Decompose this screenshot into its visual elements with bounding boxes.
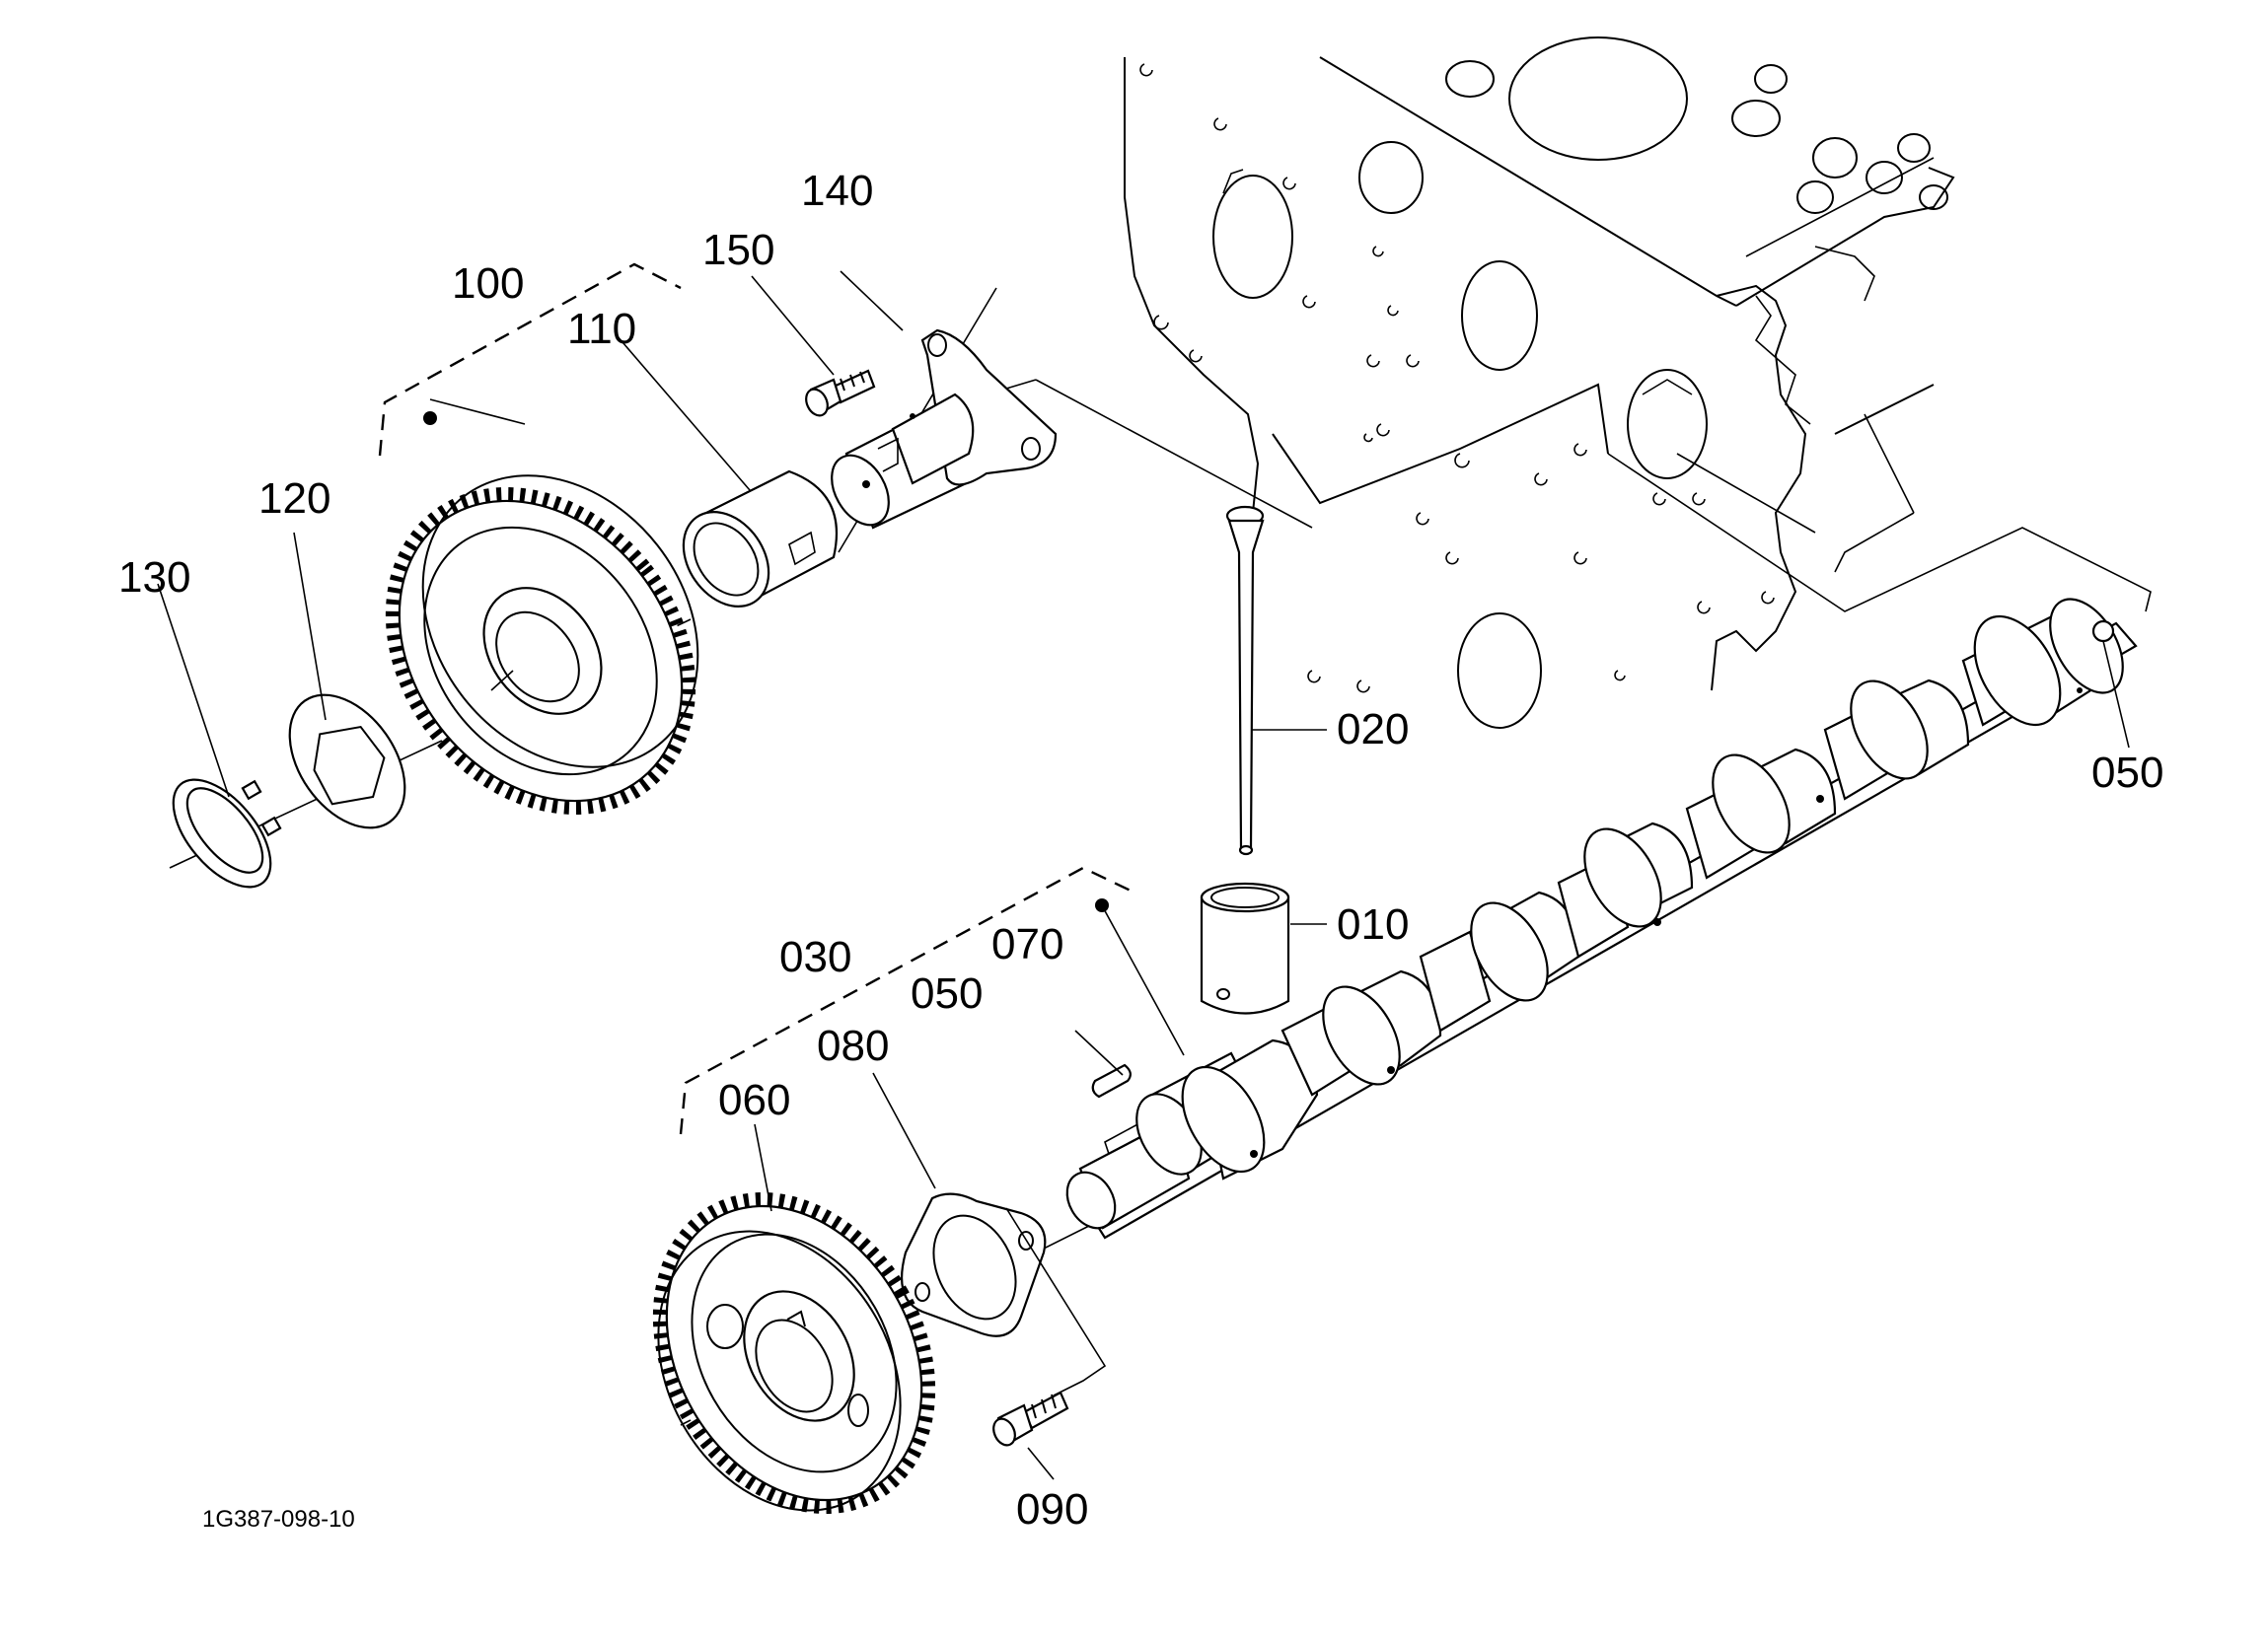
- engine-block: [1035, 36, 2152, 729]
- group-030-dot: [1095, 898, 1109, 912]
- tappet: [1200, 882, 1290, 1015]
- bolt-090: [992, 1391, 1069, 1447]
- callout-080: 080: [817, 1022, 889, 1070]
- leader-lines: [157, 270, 2130, 1480]
- bolt-150: [805, 369, 876, 417]
- circlip: [172, 778, 282, 889]
- thrust-plate: [901, 1192, 1047, 1337]
- callout-100: 100: [452, 259, 524, 308]
- thrust-washer: [288, 693, 406, 829]
- callout-150: 150: [702, 226, 774, 274]
- group-100-bracket: [378, 262, 682, 457]
- idler-gear: [385, 474, 699, 815]
- callout-030: 030: [779, 933, 851, 981]
- group-100-dot: [423, 411, 437, 425]
- feather-key: [1091, 1063, 1132, 1099]
- group-030-bracket: [679, 866, 1135, 1135]
- callout-140: 140: [801, 167, 873, 215]
- callout-110: 110: [567, 305, 636, 353]
- idler-bushing: [682, 469, 839, 608]
- camshaft: [1065, 598, 2138, 1240]
- callout-050-ball: 050: [2091, 749, 2163, 797]
- callout-130: 130: [118, 553, 190, 602]
- idler-shaft: [831, 328, 1058, 530]
- callout-070: 070: [991, 920, 1063, 968]
- cam-gear: [652, 1192, 936, 1514]
- drawing-number: 1G387-098-10: [202, 1506, 355, 1533]
- steel-ball: [2091, 619, 2115, 643]
- callout-020: 020: [1337, 705, 1409, 753]
- push-rod: [1225, 505, 1265, 856]
- callout-120: 120: [258, 474, 330, 523]
- callout-060: 060: [718, 1076, 790, 1124]
- callout-010: 010: [1337, 900, 1409, 949]
- callout-050-camshaft: 050: [911, 969, 983, 1018]
- callout-090: 090: [1016, 1485, 1088, 1534]
